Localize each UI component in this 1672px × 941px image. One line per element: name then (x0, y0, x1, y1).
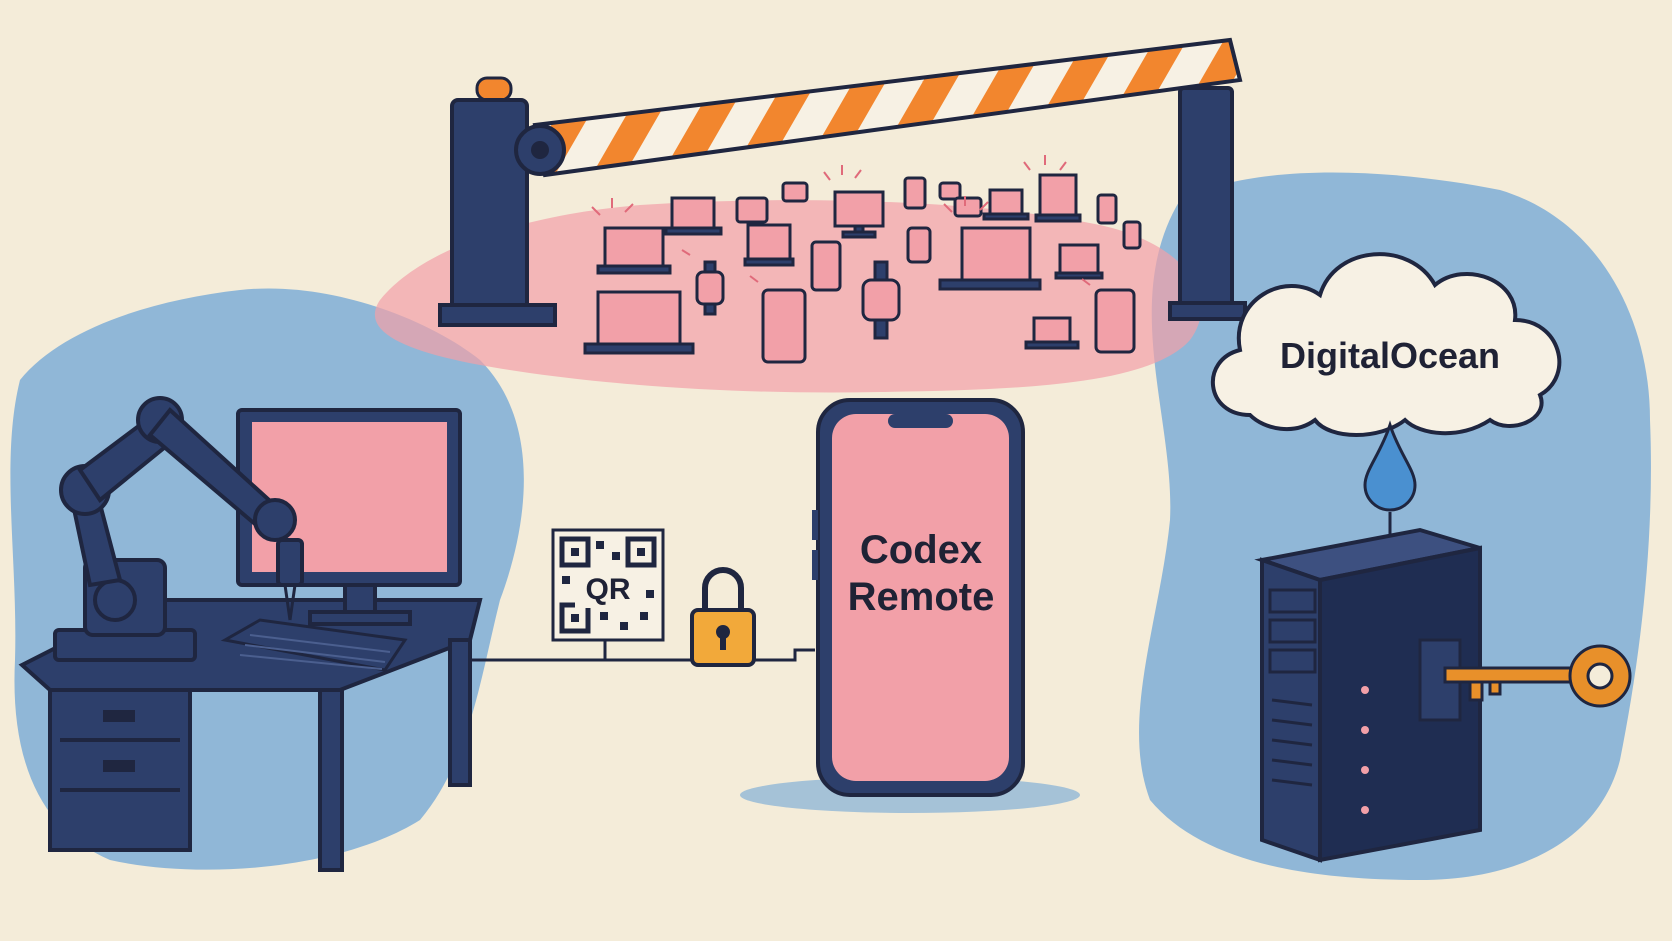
laptop-device (938, 226, 1042, 291)
device-signal-marks (591, 155, 1091, 286)
laptop-device (982, 188, 1030, 221)
server-drive-bays (1268, 588, 1317, 674)
barrier-support-post (1178, 86, 1234, 312)
device-crowd (583, 173, 1142, 364)
server-status-lights (1361, 686, 1369, 814)
robot-arm (53, 396, 304, 662)
qr-code: QR (551, 528, 665, 642)
server-tower (1254, 527, 1482, 863)
monitor-device (743, 223, 795, 267)
barrier-light (475, 76, 513, 102)
phone-device (781, 181, 809, 203)
laptop-device (664, 196, 723, 236)
tablet-device (761, 288, 807, 364)
digitalocean-cloud: DigitalOcean (1211, 252, 1562, 437)
laptop-device (1024, 316, 1080, 350)
barrier-arm (532, 37, 1243, 178)
phone-label-line1: Codex (860, 528, 982, 572)
phone-device (735, 196, 769, 224)
keyboard (220, 618, 408, 672)
server-vents (1271, 698, 1313, 787)
watch-device (695, 260, 725, 316)
phone-device (810, 240, 842, 292)
barrier-post (450, 98, 529, 317)
monitor-device (1054, 243, 1104, 280)
tablet-device (1094, 288, 1136, 354)
phone-label-line2: Remote (848, 575, 995, 619)
laptop-device (596, 226, 672, 275)
watch-device (861, 260, 901, 340)
cloud-label: DigitalOcean (1280, 335, 1500, 376)
phone-screen (832, 414, 1009, 781)
phone-notch (888, 414, 953, 428)
water-drop-icon (1363, 420, 1417, 512)
phone-device (953, 196, 983, 218)
cable (470, 640, 815, 662)
phone-device (1096, 193, 1118, 225)
monitor-device (1034, 173, 1082, 223)
laptop-device (583, 290, 695, 355)
phone-device (903, 176, 927, 210)
phone-device (1122, 220, 1142, 250)
padlock-icon (690, 567, 756, 667)
monitor-device (833, 190, 885, 239)
key-icon (1418, 638, 1632, 722)
phone-device (906, 226, 932, 264)
qr-label: QR (586, 573, 631, 606)
barrier-gate (438, 37, 1247, 327)
codex-remote-phone: Codex Remote (812, 398, 1025, 797)
phone-device (938, 181, 962, 201)
